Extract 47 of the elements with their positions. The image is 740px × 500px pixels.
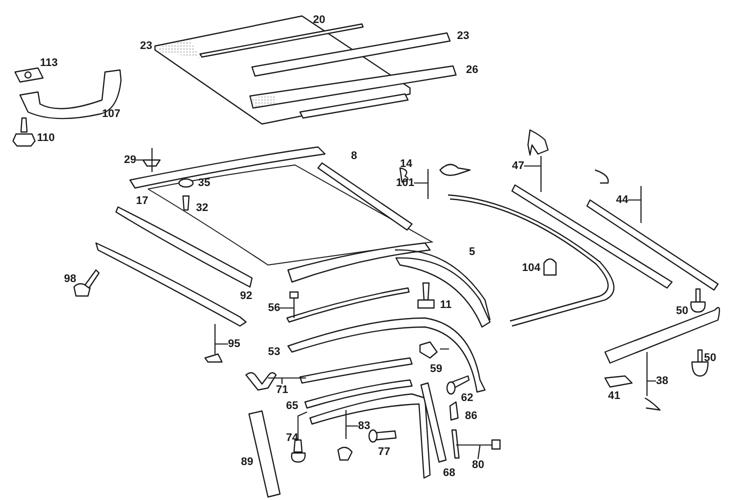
callout-number: 29	[124, 154, 136, 166]
callout-number: 50	[676, 305, 688, 317]
leader-line	[627, 185, 642, 224]
callout-number: 68	[443, 467, 456, 479]
leader-line	[214, 323, 229, 355]
callout-number: 23	[457, 30, 470, 42]
callout-number: 104	[522, 262, 540, 274]
callout-number: 65	[286, 400, 298, 412]
callout-number: 107	[102, 108, 120, 120]
leader-line	[646, 351, 657, 397]
callout-number: 56	[268, 302, 280, 314]
callout-number: 14	[400, 158, 412, 170]
leader-line	[279, 297, 295, 319]
leader-line	[455, 444, 493, 460]
callout-number: 98	[64, 273, 76, 285]
leader-line	[523, 155, 542, 193]
callout-number: 113	[40, 57, 58, 69]
leader-line	[413, 168, 429, 200]
callout-number: 92	[240, 290, 252, 302]
callout-number: 11	[440, 299, 452, 311]
callout-number: 77	[378, 446, 390, 458]
callout-number: 80	[472, 459, 484, 471]
leader-line	[135, 147, 153, 173]
callout-number: 86	[465, 410, 478, 422]
callout-number: 8	[351, 150, 358, 162]
callout-number: 23	[140, 40, 152, 52]
callout-number: 20	[313, 14, 326, 26]
callout-number: 53	[268, 346, 280, 358]
callout-number: 47	[512, 160, 524, 172]
callout-number: 62	[461, 392, 474, 404]
callout-number: 83	[358, 420, 370, 432]
callout-number: 95	[228, 338, 240, 350]
callout-number: 32	[196, 202, 208, 214]
callout-number: 26	[466, 64, 478, 76]
callout-number: 101	[396, 177, 414, 189]
callout-number: 50	[704, 352, 716, 364]
callout-number: 110	[37, 132, 55, 144]
callout-number: 71	[276, 384, 288, 396]
callout-number: 5	[469, 246, 476, 258]
callout-number: 38	[656, 375, 668, 387]
callout-number: 89	[241, 456, 254, 468]
leader-line	[267, 377, 307, 385]
callout-number: 44	[616, 194, 628, 206]
callout-number: 59	[430, 363, 442, 375]
leader-line	[345, 409, 359, 440]
callout-number: 41	[608, 390, 620, 402]
callout-number: 17	[136, 195, 148, 207]
